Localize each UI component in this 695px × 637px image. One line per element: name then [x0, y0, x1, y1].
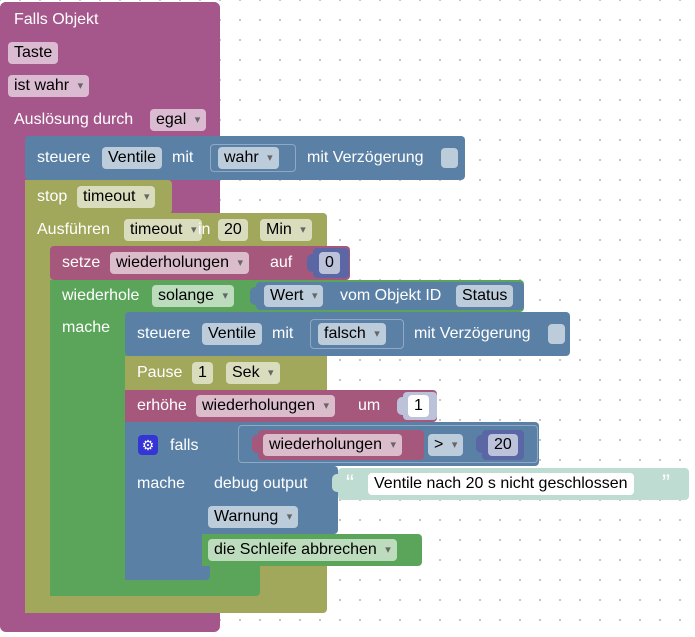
control-1-delay-checkbox[interactable] [441, 148, 458, 168]
if-condition-socket [232, 436, 242, 454]
increment-label: erhöhe [137, 397, 187, 414]
control-2-value-socket [304, 325, 314, 343]
break-loop-dropdown[interactable]: die Schleife abbrechen [208, 539, 397, 561]
loop-condition-socket [250, 287, 260, 305]
control-1-value-dropdown[interactable]: wahr [218, 147, 279, 169]
loop-do-label: mache [62, 319, 111, 336]
control-1-value-socket [204, 149, 214, 167]
event-condition-dropdown[interactable]: ist wahr [8, 75, 90, 97]
control-1-with-label: mit [172, 149, 194, 166]
control-2-value-dropdown[interactable]: falsch [318, 323, 386, 345]
compare-variable-dropdown[interactable]: wiederholungen [263, 434, 402, 456]
event-trigger-dropdown[interactable]: egal [150, 109, 207, 131]
loop-value-dropdown[interactable]: Wert [264, 285, 324, 307]
execute-unit-dropdown[interactable]: Min [260, 219, 312, 241]
compare-left-socket [252, 435, 262, 453]
control-2-delay-label: mit Verzögerung [414, 325, 531, 342]
loop-label: wiederhole [62, 287, 140, 304]
set-to-label: auf [270, 254, 293, 271]
set-label: setze [62, 254, 101, 271]
compare-right-socket [476, 435, 486, 453]
quote-close-icon: ” [662, 470, 670, 497]
if-label: falls [170, 437, 199, 454]
execute-timer-dropdown[interactable]: timeout [124, 219, 203, 241]
increment-value-field[interactable]: 1 [408, 395, 429, 417]
execute-in-label: in [198, 221, 211, 238]
stop-label: stop [37, 188, 68, 205]
debug-message-field[interactable]: Ventile nach 20 s nicht geschlossen [368, 473, 634, 495]
event-block-title: Falls Objekt [14, 11, 99, 28]
execute-label: Ausführen [37, 221, 110, 238]
control-2-label: steuere [137, 325, 191, 342]
compare-value-field[interactable]: 20 [488, 434, 518, 456]
loop-mode-dropdown[interactable]: solange [152, 285, 235, 307]
debug-message-socket [332, 474, 342, 492]
control-1-delay-label: mit Verzögerung [307, 149, 424, 166]
pause-unit-dropdown[interactable]: Sek [226, 362, 280, 384]
loop-from-label: vom Objekt ID [340, 287, 442, 304]
control-2-delay-checkbox[interactable] [548, 324, 565, 344]
compare-operator-dropdown[interactable]: > [428, 434, 464, 456]
event-trigger-label: Auslösung durch [14, 111, 134, 128]
control-2-object-field[interactable]: Ventile [202, 323, 263, 345]
event-object-field[interactable]: Taste [8, 42, 59, 64]
increment-by-label: um [358, 397, 381, 414]
set-variable-dropdown[interactable]: wiederholungen [110, 252, 249, 274]
debug-level-dropdown[interactable]: Warnung [208, 506, 299, 528]
control-1-label: steuere [37, 149, 91, 166]
control-1-object-field[interactable]: Ventile [102, 147, 163, 169]
increment-value-socket [397, 397, 407, 415]
increment-variable-dropdown[interactable]: wiederholungen [196, 395, 335, 417]
debug-label: debug output [214, 475, 308, 492]
execute-duration-field[interactable]: 20 [218, 219, 248, 241]
gear-icon[interactable]: ⚙ [138, 435, 158, 455]
set-value-socket [307, 254, 317, 272]
control-2-with-label: mit [272, 325, 294, 342]
pause-label: Pause [137, 364, 183, 381]
if-do-label: mache [137, 475, 186, 492]
pause-duration-field[interactable]: 1 [192, 362, 213, 384]
loop-object-field[interactable]: Status [456, 285, 514, 307]
stop-timer-dropdown[interactable]: timeout [77, 186, 156, 208]
set-value-field[interactable]: 0 [319, 252, 340, 274]
quote-open-icon: “ [346, 470, 354, 497]
